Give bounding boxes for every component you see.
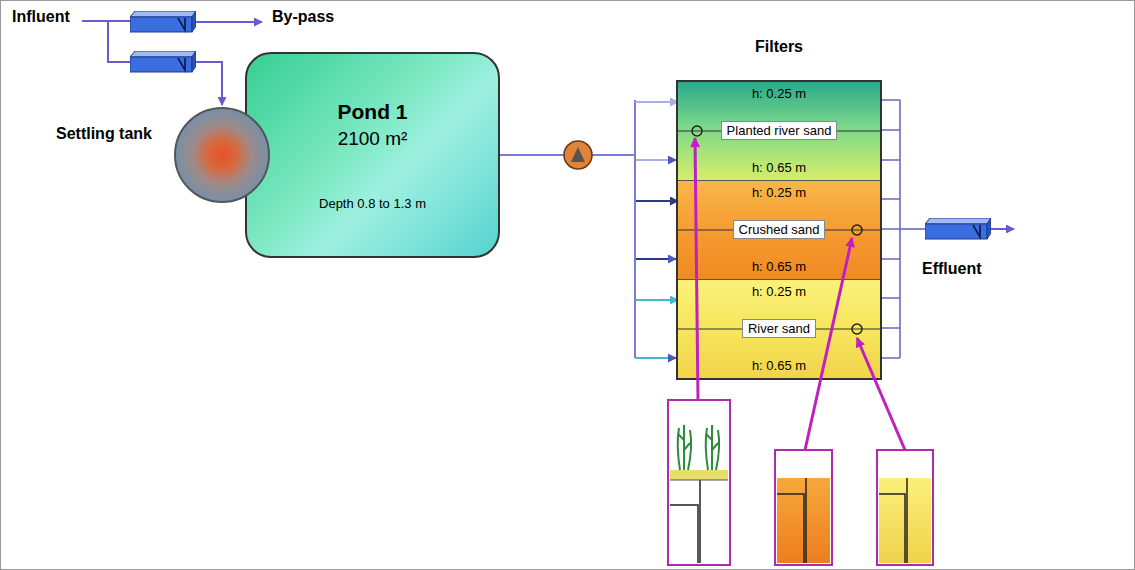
node-text: h: 0.65 m (752, 358, 806, 373)
node-text: 2100 m² (338, 128, 408, 150)
node-title: Settling tank (56, 125, 152, 143)
node-title: h: 0.25 m (752, 86, 806, 101)
pond: Pond 1 2100 m² Depth 0.8 to 1.3 m (245, 52, 500, 258)
inlet-label: Influent (12, 8, 70, 26)
node-title: Pond 1 (337, 100, 407, 124)
node-text: Depth 0.8 to 1.3 m (319, 196, 426, 211)
filter-layer: h: 0.25 m River sand h: 0.65 m (678, 280, 880, 378)
distribution-pipes (635, 100, 676, 358)
filter-layer: h: 0.25 m Crushed sand h: 0.65 m (678, 181, 880, 280)
crushed-sand-inset (775, 450, 832, 565)
node-title: Filters (678, 38, 880, 56)
influent-pipes (82, 21, 262, 105)
node-text: h: 0.65 m (752, 160, 806, 175)
node-text: River sand (742, 319, 816, 338)
node-text: Planted river sand (721, 121, 838, 140)
bypass-label: By-pass (272, 8, 334, 26)
outlet-label: Effluent (922, 260, 982, 278)
planted-filter-inset (668, 400, 730, 565)
filter-layer: h: 0.25 m Planted river sand h: 0.65 m (678, 82, 880, 181)
node-text: Crushed sand (733, 220, 826, 239)
flow-connector (500, 155, 678, 300)
flow-flume (925, 218, 991, 239)
filter-stack: Filtersh: 0.25 mPlanted river sandh: 0.6… (676, 80, 882, 380)
river-sand-inset (877, 450, 933, 565)
node-title: h: 0.25 m (752, 284, 806, 299)
node-text: h: 0.65 m (752, 259, 806, 274)
flow-flume (130, 11, 196, 32)
node-title: h: 0.25 m (752, 185, 806, 200)
settling-tank: Settling tank (174, 107, 270, 203)
flow-flume (130, 51, 196, 72)
outlet-pipes (882, 100, 1014, 358)
